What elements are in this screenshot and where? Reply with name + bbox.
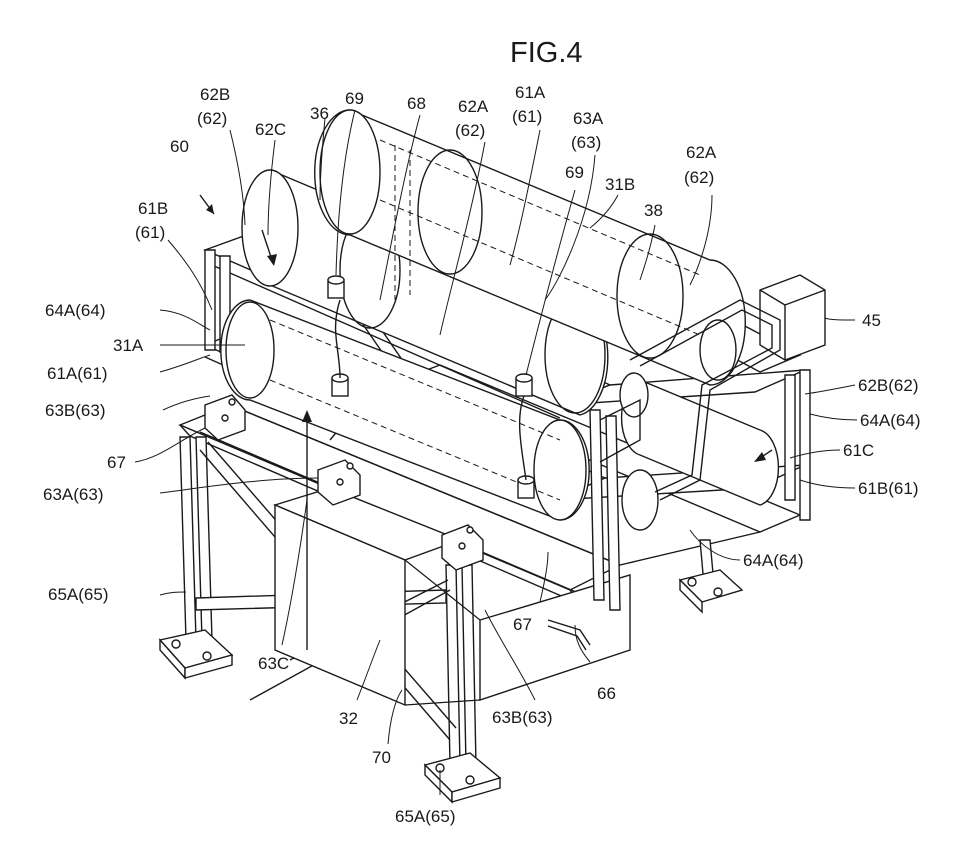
label-68: 68 [407, 94, 426, 113]
label-62A-mid-paren: (62) [455, 121, 485, 140]
label-66: 66 [597, 684, 616, 703]
label-63B-bottom: 63B(63) [492, 708, 552, 727]
label-67-left: 67 [107, 453, 126, 472]
label-62B-right: 62B(62) [858, 376, 918, 395]
label-61A-left: 61A(61) [47, 364, 107, 383]
label-61A-top-paren: (61) [512, 107, 542, 126]
label-69-right: 69 [565, 163, 584, 182]
label-60: 60 [170, 137, 189, 156]
label-61B-left: 61B [138, 199, 168, 218]
label-64A-right: 64A(64) [860, 411, 920, 430]
label-62B-paren: (62) [197, 109, 227, 128]
label-31B: 31B [605, 175, 635, 194]
label-64A-bottom: 64A(64) [743, 551, 803, 570]
label-67-bottom: 67 [513, 615, 532, 634]
label-62C: 62C [255, 120, 286, 139]
label-31A: 31A [113, 336, 144, 355]
label-61B-right: 61B(61) [858, 479, 918, 498]
figure-title: FIG.4 [510, 37, 583, 69]
label-63A-top-paren: (63) [571, 133, 601, 152]
label-38: 38 [644, 201, 663, 220]
label-65A-left: 65A(65) [48, 585, 108, 604]
label-69-left: 69 [345, 89, 364, 108]
label-63B-left: 63B(63) [45, 401, 105, 420]
label-62B: 62B [200, 85, 230, 104]
label-62A-right-paren: (62) [684, 168, 714, 187]
label-63A-top: 63A [573, 109, 604, 128]
label-63A-left: 63A(63) [43, 485, 103, 504]
label-62A-right: 62A [686, 143, 717, 162]
label-36: 36 [310, 104, 329, 123]
label-65A-bottom: 65A(65) [395, 807, 455, 826]
label-63C: 63C [258, 654, 289, 673]
label-45: 45 [862, 311, 881, 330]
label-62A-mid: 62A [458, 97, 489, 116]
label-61A-top: 61A [515, 83, 546, 102]
label-32: 32 [339, 709, 358, 728]
frame-structure [160, 110, 825, 802]
label-64A-left: 64A(64) [45, 301, 105, 320]
label-61C: 61C [843, 441, 874, 460]
label-70: 70 [372, 748, 391, 767]
label-61B-left-paren: (61) [135, 223, 165, 242]
